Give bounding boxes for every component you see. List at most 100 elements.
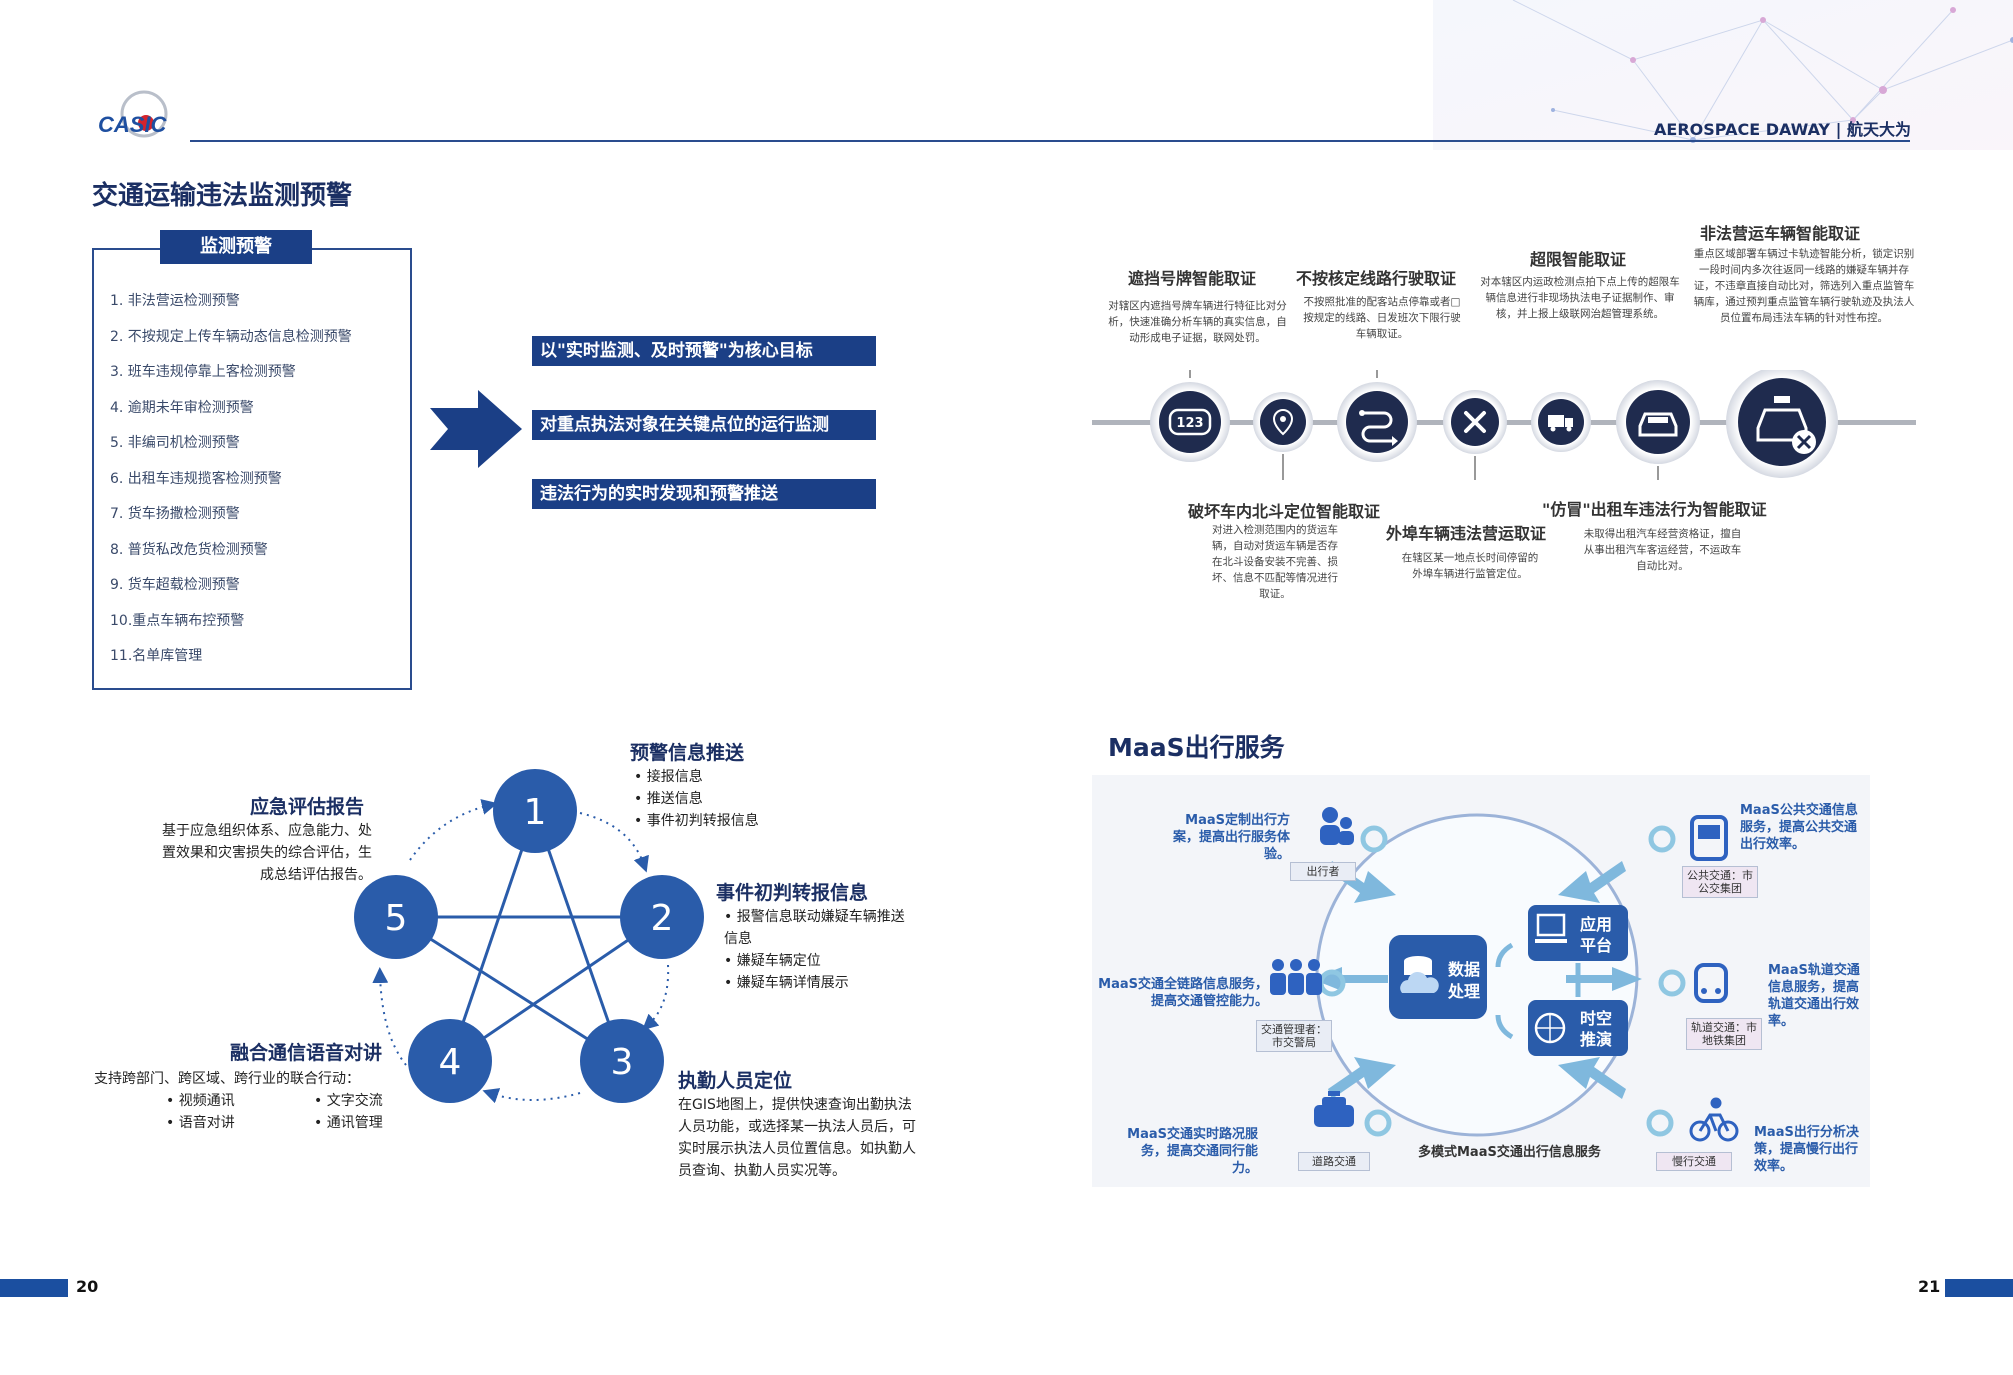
page-number-left: 20 bbox=[76, 1277, 99, 1296]
location-pin-icon bbox=[1253, 392, 1313, 452]
evidence-desc: 未取得出租汽车经营资格证，擅自从事出租汽车客运经营，不运政车自动比对。 bbox=[1583, 528, 1742, 572]
casic-logo: CASIC bbox=[96, 88, 194, 148]
node2-item: 报警信息联动嫌疑车辆推送信息 bbox=[724, 906, 914, 950]
footer-bar-right bbox=[1945, 1279, 2013, 1297]
node4-title: 融合通信语音对讲 bbox=[230, 1042, 383, 1064]
five-node-star-diagram: 1 2 3 4 5 bbox=[354, 769, 704, 1104]
section-title-violation-monitoring: 交通运输违法监测预警 bbox=[92, 181, 353, 211]
maas-role-label: 慢行交通 bbox=[1656, 1152, 1732, 1171]
maas-service-text: MaaS公共交通信息服务，提高公共交通出行效率。 bbox=[1740, 803, 1858, 852]
node1-title: 预警信息推送 bbox=[630, 742, 745, 764]
decorative-network-graphic bbox=[1433, 0, 2013, 150]
page-number-right: 21 bbox=[1918, 1277, 1941, 1296]
svg-text:123: 123 bbox=[1176, 416, 1203, 431]
node1-item: 推送信息 bbox=[634, 788, 759, 810]
node-number: 1 bbox=[524, 792, 547, 833]
monitor-list-item: 5. 非编司机检测预警 bbox=[110, 435, 240, 451]
taxi-forbidden-icon bbox=[1726, 370, 1838, 478]
node4-text: 支持跨部门、跨区域、跨行业的联合行动： bbox=[94, 1071, 360, 1087]
evidence-desc: 重点区域部署车辆过卡轨迹智能分析，锁定识别一段时间内多次往返同一线路的嫌疑车辆并… bbox=[1693, 248, 1915, 324]
svg-text:推演: 推演 bbox=[1580, 1030, 1612, 1049]
maas-bottom-caption: 多模式MaaS交通出行信息服务 bbox=[1418, 1145, 1601, 1160]
evidence-desc: 对进入检测范围内的货运车辆，自动对货运车辆是否存在北斗设备安装不完善、损坏、信息… bbox=[1212, 524, 1338, 600]
node2-item: 嫌疑车辆详情展示 bbox=[724, 972, 914, 994]
maas-role-label: 轨道交通：市地铁集团 bbox=[1686, 1018, 1762, 1050]
evidence-desc: 对辖区内遮挡号牌车辆进行特征比对分析，快速准确分析车辆的真实信息，自动形成电子证… bbox=[1108, 300, 1287, 344]
monitor-tab-label: 监测预警 bbox=[160, 230, 312, 264]
spatiotemporal-node: 时空 推演 bbox=[1528, 1000, 1628, 1056]
node2-title: 事件初判转报信息 bbox=[716, 882, 869, 904]
maas-service-text: MaaS定制出行方案，提高出行服务体验。 bbox=[1172, 813, 1290, 862]
monitor-list-item: 8. 普货私改危货检测预警 bbox=[110, 541, 268, 558]
svg-text:数据: 数据 bbox=[1448, 960, 1480, 979]
node4-list-b: 文字交流 通讯管理 bbox=[314, 1090, 383, 1134]
node3-title: 执勤人员定位 bbox=[678, 1070, 793, 1092]
plate-occlusion-icon: 123 bbox=[1150, 382, 1230, 462]
node4-item: 通讯管理 bbox=[314, 1112, 383, 1134]
goal-item: 以"实时监测、及时预警"为核心目标 bbox=[532, 336, 876, 366]
monitor-list-item: 1. 非法营运检测预警 bbox=[110, 293, 240, 309]
node1-item: 接报信息 bbox=[634, 766, 759, 788]
maas-service-text: MaaS出行分析决策，提高慢行出行效率。 bbox=[1754, 1125, 1859, 1174]
footer-bar-left bbox=[0, 1279, 68, 1297]
evidence-desc: 对本辖区内运政检测点拍下点上传的超限车辆信息进行非现场执法电子证据制作、审核，并… bbox=[1480, 276, 1680, 320]
traveler-icon bbox=[1320, 807, 1354, 845]
evidence-title: 不按核定线路行驶取证 bbox=[1296, 269, 1457, 288]
maas-service-text: MaaS轨道交通信息服务，提高轨道交通出行效率。 bbox=[1768, 963, 1860, 1029]
evidence-title: 非法营运车辆智能取证 bbox=[1700, 224, 1861, 243]
maas-role-label: 道路交通 bbox=[1298, 1152, 1370, 1171]
node4-item: 文字交流 bbox=[314, 1090, 383, 1112]
node-number: 2 bbox=[651, 898, 674, 939]
monitor-list-item: 7. 货车扬撒检测预警 bbox=[110, 506, 240, 522]
svg-text:CASIC: CASIC bbox=[98, 112, 168, 137]
route-icon bbox=[1337, 382, 1417, 462]
section-title-maas: MaaS出行服务 bbox=[1108, 733, 1285, 762]
database-cloud-icon bbox=[1400, 956, 1439, 993]
taxi-icon bbox=[1314, 1091, 1354, 1127]
close-x-icon bbox=[1443, 390, 1507, 454]
maas-service-text: MaaS交通全链路信息服务，提高交通管控能力。 bbox=[1098, 977, 1268, 1009]
svg-text:处理: 处理 bbox=[1447, 982, 1480, 1001]
monitor-list-item: 3. 班车违规停靠上客检测预警 bbox=[110, 364, 296, 380]
monitor-list-item: 2. 不按规定上传车辆动态信息检测预警 bbox=[110, 328, 352, 345]
monitor-list-item: 4. 逾期未年审检测预警 bbox=[110, 399, 254, 416]
car-icon bbox=[1616, 380, 1700, 464]
node3-text: 在GIS地图上，提供快速查询出勤执法人员功能，或选择某一执法人员后，可实时展示执… bbox=[678, 1097, 916, 1179]
maas-role-label: 出行者 bbox=[1290, 862, 1356, 881]
evidence-title: 外埠车辆违法营运取证 bbox=[1386, 524, 1547, 543]
brand-name: AEROSPACE DAWAY | 航天大为 bbox=[1654, 120, 1911, 139]
maas-service-text: MaaS交通实时路况服务，提高交通同行能力。 bbox=[1127, 1127, 1258, 1176]
arrow-right-icon bbox=[430, 390, 522, 468]
app-platform-node: 应用 平台 bbox=[1528, 905, 1628, 961]
node-number: 5 bbox=[385, 898, 408, 939]
svg-text:平台: 平台 bbox=[1580, 936, 1612, 955]
monitor-list-item: 9. 货车超载检测预警 bbox=[110, 577, 240, 593]
truck-icon bbox=[1531, 392, 1591, 452]
goal-item: 违法行为的实时发现和预警推送 bbox=[532, 479, 876, 509]
svg-text:应用: 应用 bbox=[1580, 915, 1612, 934]
node5-title: 应急评估报告 bbox=[250, 796, 365, 818]
node-number: 4 bbox=[439, 1042, 462, 1083]
metro-icon bbox=[1694, 963, 1728, 1003]
data-processing-node: 数据 处理 bbox=[1389, 935, 1487, 1019]
evidence-desc: 不按照批准的配客站点停靠或者□按规定的线路、日发班次下限行驶车辆取证。 bbox=[1303, 296, 1461, 340]
bicycle-icon bbox=[1689, 1097, 1739, 1142]
svg-text:时空: 时空 bbox=[1580, 1009, 1612, 1028]
node4-item: 视频通讯 bbox=[166, 1090, 235, 1112]
maas-role-label: 公共交通：市公交集团 bbox=[1682, 866, 1758, 898]
evidence-desc: 在辖区某一地点长时间停留的外埠车辆进行监管定位。 bbox=[1401, 552, 1539, 580]
node4-item: 语音对讲 bbox=[166, 1112, 235, 1134]
maas-role-label: 交通管理者：市交警局 bbox=[1256, 1020, 1332, 1052]
monitor-list-item: 10.重点车辆布控预警 bbox=[110, 612, 245, 629]
node-number: 3 bbox=[611, 1042, 634, 1083]
header-rule bbox=[190, 140, 1910, 142]
node5-text: 基于应急组织体系、应急能力、处置效果和灾害损失的综合评估，生成总结评估报告。 bbox=[162, 823, 372, 883]
node2-list: 报警信息联动嫌疑车辆推送信息 嫌疑车辆定位 嫌疑车辆详情展示 bbox=[724, 906, 914, 994]
maas-diagram: 数据 处理 应用 平台 时空 推演 bbox=[1270, 807, 1739, 1142]
traffic-managers-icon bbox=[1270, 959, 1322, 995]
evidence-timeline: 123 bbox=[1092, 370, 1916, 480]
monitor-list-item: 11.名单库管理 bbox=[110, 648, 203, 664]
bus-icon bbox=[1690, 815, 1728, 861]
node4-list-a: 视频通讯 语音对讲 bbox=[166, 1090, 235, 1134]
node2-item: 嫌疑车辆定位 bbox=[724, 950, 914, 972]
